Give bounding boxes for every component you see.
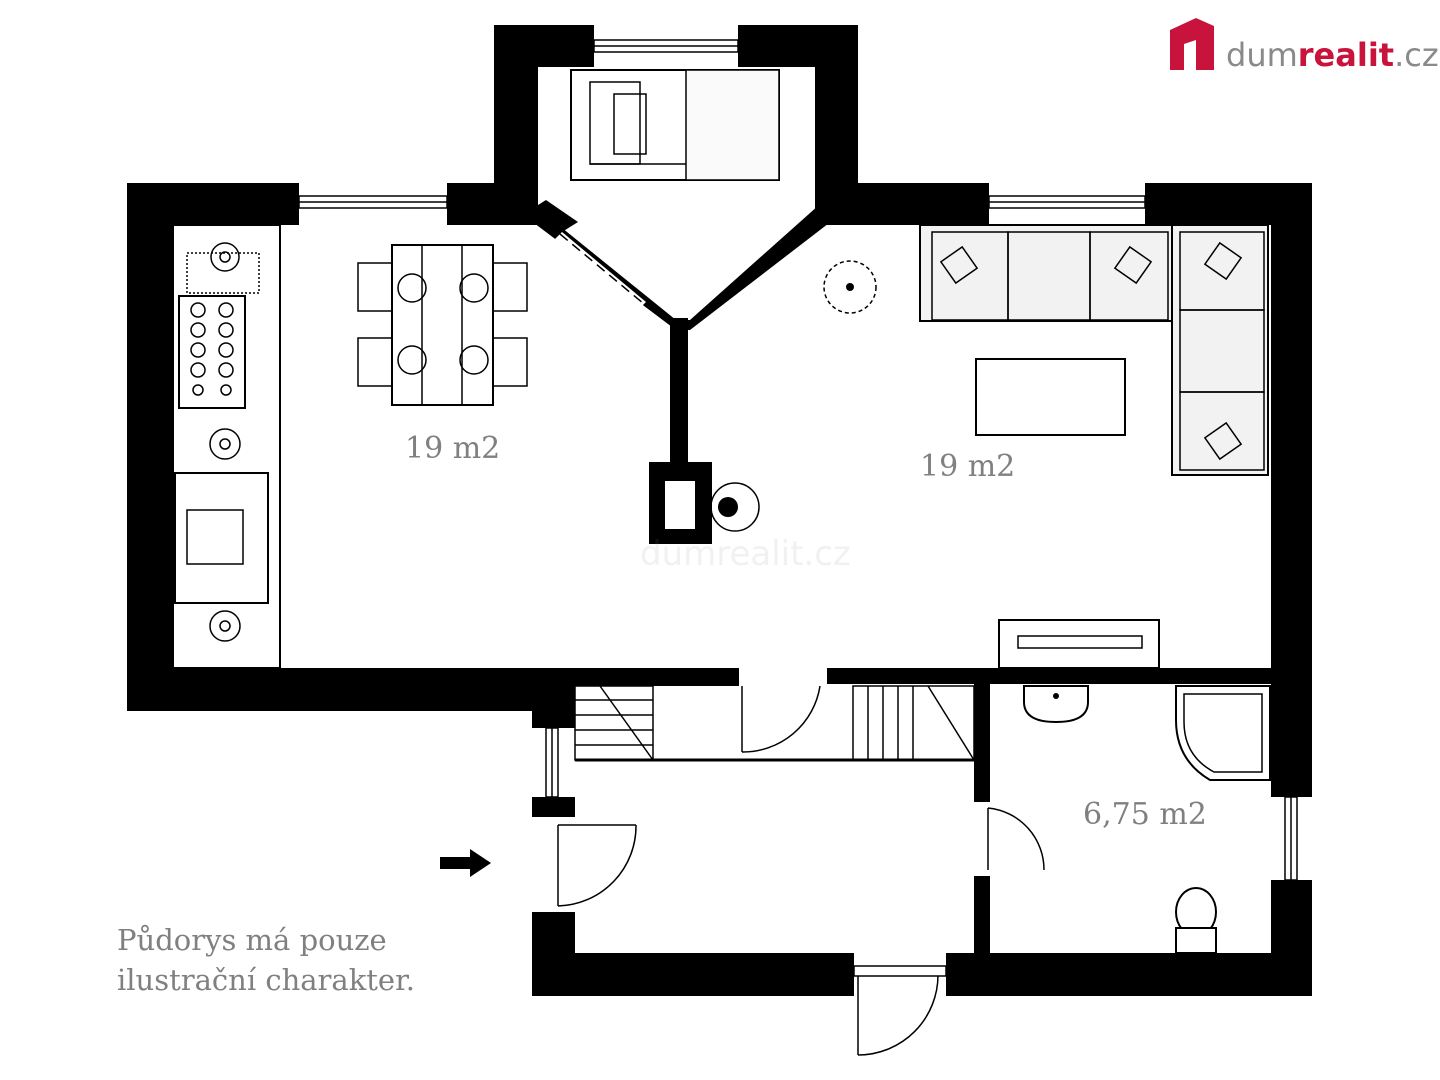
bay-opening-line [559,233,645,305]
brand-logo: dumrealit.cz [1170,18,1439,74]
logo-text-cz: .cz [1394,36,1439,74]
disclaimer-line2: ilustrační charakter. [117,963,415,997]
dining-table [357,244,528,406]
stove-door [663,479,697,531]
round-stool [710,482,760,532]
corner-sofa [919,224,1269,476]
bay-diagonal-walls [530,200,833,544]
disclaimer-line1: Půdorys má pouze [117,923,387,957]
watermark: dumrealit.cz [640,534,851,574]
coffee-table [975,358,1126,436]
kitchen-counter [172,224,281,669]
logo-text-dum: dum [1226,36,1298,74]
room-area-bathroom: 6,75 m2 [1083,797,1207,832]
room-area-living: 19 m2 [920,449,1015,484]
walls [127,25,1312,996]
bed [570,69,780,181]
bathroom-fixtures [1023,685,1271,954]
windows [298,39,1298,881]
logo-text-realit: realit [1298,36,1394,74]
tv-stand [998,619,1160,669]
arrow-right-icon [440,849,491,877]
room-area-kitchen: 19 m2 [405,431,500,466]
house-icon [1170,18,1214,70]
stairs [574,685,975,761]
doors [557,685,1045,1056]
bay-opening [554,232,646,310]
plant [823,260,877,314]
svg-text:dumrealit.cz: dumrealit.cz [1226,36,1439,74]
